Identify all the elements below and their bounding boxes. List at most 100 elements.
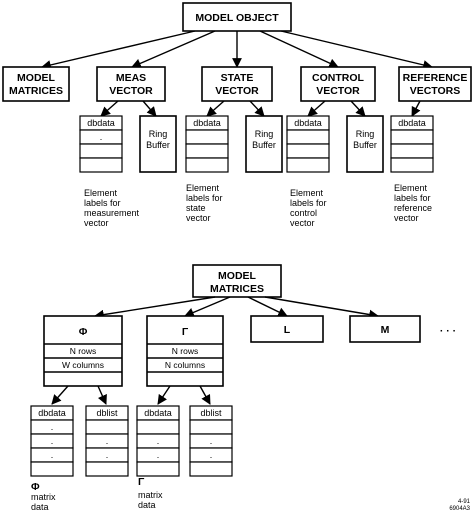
svg-text:labels for: labels for <box>186 193 223 203</box>
phi-matrix-data-caption: Φ matrix data <box>31 481 56 512</box>
control-vector-label-1: CONTROL <box>312 72 364 84</box>
reference-caption: Element labels for reference vector <box>394 183 432 223</box>
svg-text:matrix: matrix <box>138 490 163 500</box>
svg-text:.: . <box>51 450 54 460</box>
phi-columns: W columns <box>62 360 104 370</box>
reference-dbdata-label: dbdata <box>398 118 426 128</box>
meas-dbdata-label: dbdata <box>87 118 115 128</box>
model-matrices-label-2: MATRICES <box>9 85 63 97</box>
svg-text:control: control <box>290 208 317 218</box>
arrow-meas-dbdata <box>100 100 119 117</box>
control-ring-buffer-label-2: Buffer <box>353 140 377 150</box>
arrow-meas-ringbuffer <box>142 100 157 117</box>
svg-text:data: data <box>138 500 156 510</box>
state-ring-buffer-label-2: Buffer <box>252 140 276 150</box>
state-vector-box <box>201 66 273 102</box>
svg-text:labels for: labels for <box>84 198 121 208</box>
m-matrix-box <box>349 315 421 343</box>
svg-text:dblist: dblist <box>96 408 118 418</box>
arrow-to-phi <box>94 296 216 320</box>
meas-vector-box <box>96 66 166 102</box>
arrow-reference-dbdata <box>411 100 421 117</box>
svg-text:data: data <box>31 502 49 512</box>
state-ring-buffer-box <box>245 115 283 173</box>
model-matrices-label-1: MODEL <box>17 72 56 84</box>
svg-text:Φ: Φ <box>31 481 40 493</box>
phi-rows: N rows <box>70 346 96 356</box>
svg-text:vector: vector <box>84 218 109 228</box>
meas-ring-buffer-label-1: Ring <box>149 129 168 139</box>
svg-text:.: . <box>157 450 160 460</box>
control-ring-buffer-box <box>346 115 384 173</box>
meas-dbdata-dot: . <box>100 132 103 142</box>
m-matrix-label: M <box>381 324 390 336</box>
model-object-label: MODEL OBJECT <box>195 12 279 24</box>
reference-vectors-box <box>398 66 472 102</box>
model-matrices-bottom-label-2: MATRICES <box>210 283 264 295</box>
control-vector-label-2: VECTOR <box>316 85 360 97</box>
svg-text:.: . <box>106 436 109 446</box>
svg-text:state: state <box>186 203 206 213</box>
meas-caption: Element labels for measurement vector <box>84 188 140 228</box>
svg-text:.: . <box>51 436 54 446</box>
svg-text:.: . <box>106 450 109 460</box>
figure-id-2: 6904A3 <box>449 506 470 512</box>
svg-text:dbdata: dbdata <box>144 408 172 418</box>
svg-text:Element: Element <box>290 188 324 198</box>
svg-text:Element: Element <box>84 188 118 198</box>
arrow-gamma-dbdata <box>157 385 171 405</box>
l-matrix-box <box>250 315 324 343</box>
svg-text:.: . <box>51 422 54 432</box>
arrow-state-dbdata <box>206 100 225 117</box>
svg-text:reference: reference <box>394 203 432 213</box>
gamma-rows: N rows <box>172 346 198 356</box>
figure-id-1: 4-91 <box>458 499 471 505</box>
svg-text:.: . <box>157 436 160 446</box>
svg-text:vector: vector <box>186 213 211 223</box>
model-object-box <box>182 2 292 32</box>
l-matrix-label: L <box>284 324 291 336</box>
model-matrices-bottom-label-1: MODEL <box>218 270 257 282</box>
arrow-phi-dblist <box>97 385 107 405</box>
arrow-phi-dbdata <box>51 385 69 405</box>
reference-vectors-label-2: VECTORS <box>410 85 461 97</box>
gamma-matrix-data-caption: Γ matrix data <box>138 476 163 510</box>
arrow-to-reference-vectors <box>280 30 433 70</box>
svg-text:labels for: labels for <box>290 198 327 208</box>
svg-text:labels for: labels for <box>394 193 431 203</box>
meas-ring-buffer-box <box>139 115 177 173</box>
arrow-to-meas-vector <box>131 30 216 68</box>
svg-text:dblist: dblist <box>200 408 222 418</box>
arrow-control-ringbuffer <box>350 100 366 117</box>
meas-vector-label-1: MEAS <box>116 72 146 84</box>
svg-text:matrix: matrix <box>31 492 56 502</box>
meas-dbdata-stack: dbdata . <box>79 115 123 173</box>
arrow-gamma-dblist <box>199 385 211 405</box>
svg-text:.: . <box>210 450 213 460</box>
svg-text:.: . <box>210 436 213 446</box>
state-vector-label-2: VECTOR <box>215 85 259 97</box>
meas-vector-label-2: VECTOR <box>109 85 153 97</box>
reference-dbdata-stack: dbdata <box>390 115 434 173</box>
arrow-to-control-vector <box>259 30 339 68</box>
control-caption: Element labels for control vector <box>290 188 327 228</box>
svg-text:vector: vector <box>394 213 419 223</box>
state-ring-buffer-label-1: Ring <box>255 129 274 139</box>
arrow-control-dbdata <box>307 100 326 117</box>
svg-text:dbdata: dbdata <box>38 408 66 418</box>
gamma-symbol: Γ <box>182 326 189 338</box>
arrow-to-gamma <box>184 296 231 318</box>
meas-ring-buffer-label-2: Buffer <box>146 140 170 150</box>
control-ring-buffer-label-1: Ring <box>356 129 375 139</box>
more-ellipsis: · · · <box>440 325 456 337</box>
arrow-state-ringbuffer <box>249 100 265 117</box>
svg-text:Element: Element <box>394 183 428 193</box>
model-matrices-box <box>2 66 70 102</box>
arrow-to-m <box>264 296 379 320</box>
state-vector-label-1: STATE <box>221 72 254 84</box>
control-vector-box <box>300 66 376 102</box>
control-dbdata-label: dbdata <box>294 118 322 128</box>
gamma-matrix-box: Γ N rows N columns <box>146 315 224 387</box>
